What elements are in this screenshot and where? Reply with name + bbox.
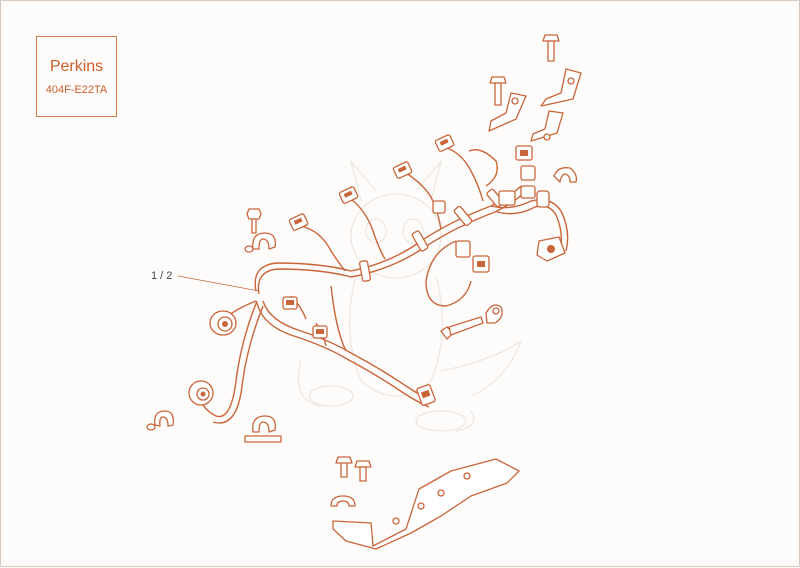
wiring-harness xyxy=(199,145,569,424)
brand-label: Perkins xyxy=(49,57,104,75)
callout-label: 1 / 2 xyxy=(151,270,172,282)
model-label: 404F-E22TA xyxy=(45,83,108,96)
sensor-connectors xyxy=(282,145,566,406)
dragon-mascot-icon xyxy=(297,160,523,432)
harness-clamps xyxy=(358,188,504,282)
round-plug-connectors xyxy=(188,310,237,406)
mounting-brackets-top xyxy=(488,34,582,183)
ground-bolt xyxy=(440,304,503,340)
harness-support-bracket xyxy=(330,456,520,550)
callout-1-2: 1 / 2 xyxy=(151,270,260,292)
title-block: Perkins 404F-E22TA xyxy=(36,36,117,117)
loose-clips-left xyxy=(146,208,282,443)
injector-connectors xyxy=(288,134,455,231)
